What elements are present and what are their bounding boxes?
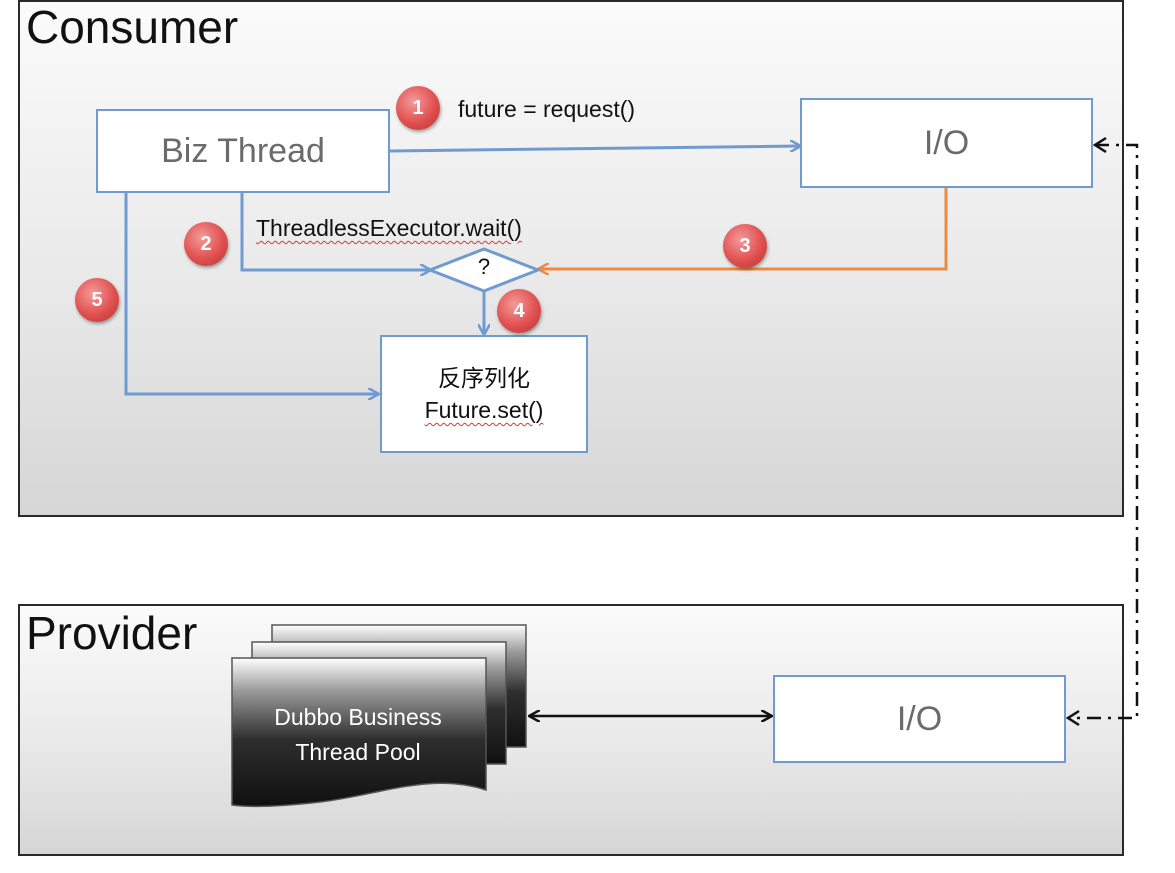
provider-io-box: I/O: [773, 675, 1066, 763]
decision-diamond: [425, 247, 543, 293]
thread-pool-icon: [231, 624, 527, 808]
step-badge-4: 4: [497, 289, 541, 333]
thread-pool-line-2: Thread Pool: [295, 738, 421, 765]
provider-title: Provider: [26, 607, 198, 659]
deserialize-box: 反序列化 Future.set(): [380, 335, 588, 453]
consumer-io-label: I/O: [923, 123, 970, 162]
decision-label: ?: [477, 254, 491, 279]
wait-label: ThreadlessExecutor.wait(): [256, 215, 522, 241]
step-badge-2: 2: [184, 222, 228, 266]
network-arrowhead-consumer: [1092, 136, 1107, 154]
step-badge-5: 5: [75, 278, 119, 322]
arrow-response: [539, 188, 948, 269]
arrow-request: [389, 146, 800, 153]
step-badge-1: 1: [396, 86, 440, 130]
provider-io-label: I/O: [896, 699, 943, 738]
network-arrowhead-provider: [1065, 709, 1080, 727]
arrow-wait: [240, 193, 430, 270]
thread-pool-label: Dubbo Business Thread Pool: [236, 700, 480, 769]
biz-thread-label: Biz Thread: [161, 131, 325, 170]
network-link: [1068, 143, 1139, 720]
arrow-direct: [124, 193, 378, 394]
biz-thread-box: Biz Thread: [96, 109, 390, 193]
step-badge-3: 3: [723, 224, 767, 268]
consumer-io-box: I/O: [800, 98, 1093, 188]
deserialize-label: 反序列化: [438, 364, 530, 391]
thread-pool-line-1: Dubbo Business: [274, 704, 442, 730]
future-set-label: Future.set(): [424, 397, 544, 423]
consumer-title: Consumer: [26, 1, 239, 53]
request-label: future = request(): [458, 96, 636, 122]
